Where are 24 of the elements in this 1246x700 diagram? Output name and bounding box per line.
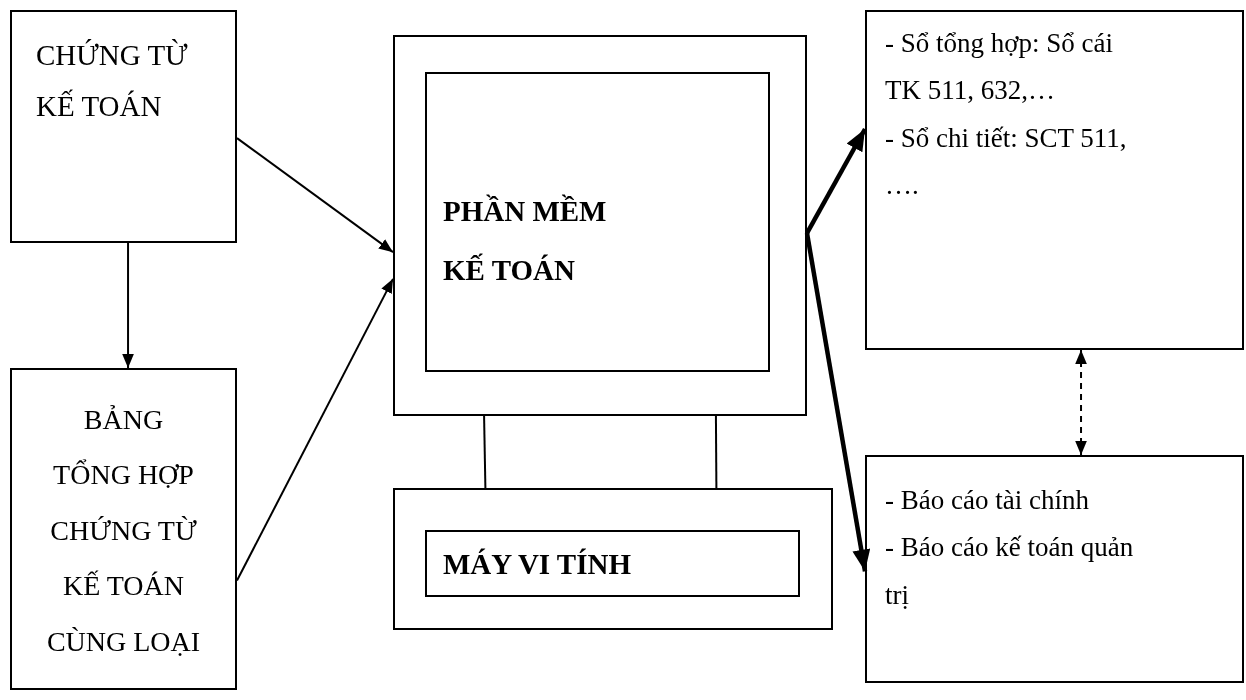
dashed-arrow — [1075, 349, 1087, 456]
text-box — [10, 10, 237, 243]
arrow — [804, 232, 871, 572]
arrow — [236, 277, 394, 582]
text-box — [865, 10, 1244, 350]
box-text: MÁY VI TÍNH — [443, 547, 632, 582]
text-box — [10, 368, 237, 690]
arrow — [122, 242, 134, 369]
box-text: - Sổ tổng hợp: Sổ cái TK 511, 632,… — [885, 27, 1115, 108]
box-text: PHẦN MỀM KẾ TOÁN — [443, 193, 608, 289]
box-text: - Báo cáo tài chính — [885, 484, 1090, 517]
frame-box — [393, 488, 833, 630]
text-box — [425, 72, 770, 372]
box-text: - Sổ chi tiết: SCT 511, …. — [885, 121, 1128, 202]
arrow — [236, 137, 394, 254]
box-text: - Báo cáo kế toán quản trị — [885, 531, 1135, 612]
box-text: BẢNG TỔNG HỢP CHỨNG TỪ KẾ TOÁN CÙNG LOẠI — [45, 403, 202, 659]
connector-line — [483, 415, 487, 489]
connector-line — [714, 415, 718, 489]
arrow — [805, 127, 867, 235]
text-box — [865, 455, 1244, 683]
text-box — [425, 530, 800, 597]
frame-box — [393, 35, 807, 416]
box-text: CHỨNG TỪ KẾ TOÁN — [36, 38, 189, 124]
